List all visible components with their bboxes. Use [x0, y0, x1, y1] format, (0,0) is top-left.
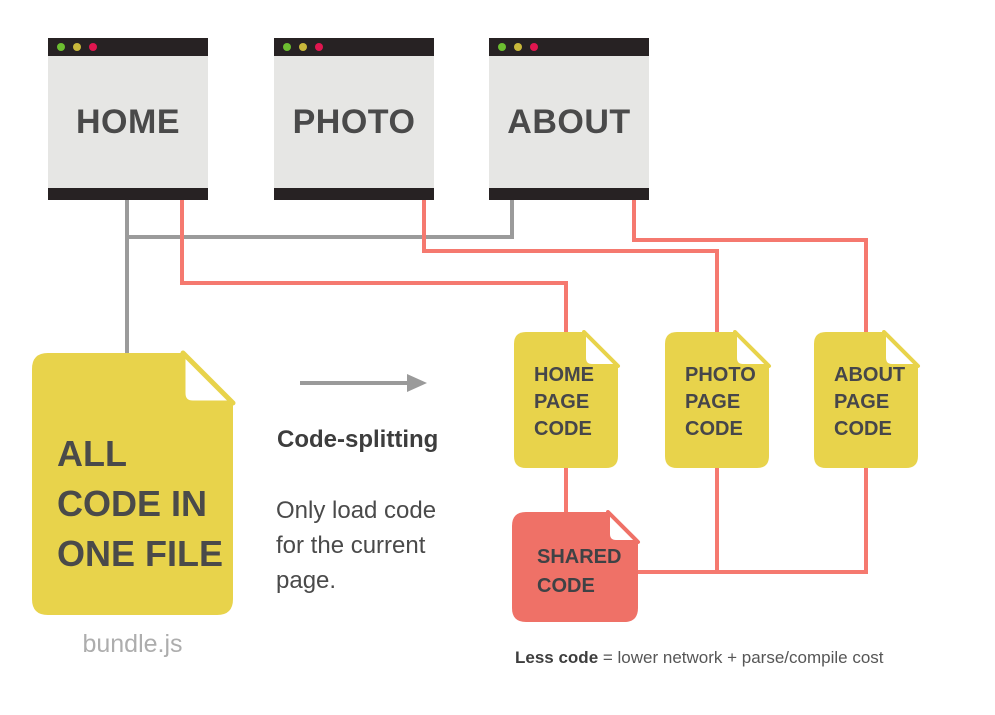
traffic-light-red-icon — [530, 43, 538, 51]
window-titlebar — [48, 38, 208, 56]
document-icon — [32, 350, 236, 615]
window-titlebar — [489, 38, 649, 56]
browser-window-about: ABOUT — [489, 38, 649, 200]
photo-page-code-label: PHOTO PAGE CODE — [685, 364, 756, 440]
traffic-light-green-icon — [498, 43, 506, 51]
traffic-light-yellow-icon — [73, 43, 81, 51]
footnote-bold-text: Less code — [515, 648, 599, 667]
window-title-photo: PHOTO — [292, 102, 416, 141]
browser-window-home: HOME — [48, 38, 208, 200]
bundle-filename-caption: bundle.js — [82, 630, 183, 658]
dog-ear-fold-icon — [882, 330, 920, 368]
arrow-right-icon — [300, 374, 427, 392]
shared-code-label: SHARED CODE — [537, 546, 622, 597]
traffic-light-red-icon — [315, 43, 323, 51]
document-icon — [814, 330, 920, 468]
window-title-about: ABOUT — [507, 102, 631, 141]
window-titlebar — [274, 38, 434, 56]
traffic-light-yellow-icon — [514, 43, 522, 51]
window-footer-bar — [489, 188, 649, 200]
file-icon-shared-code: SHARED CODE — [512, 510, 640, 622]
document-icon — [665, 330, 771, 468]
dog-ear-fold-icon — [606, 510, 640, 544]
document-icon — [514, 330, 620, 468]
traffic-light-green-icon — [57, 43, 65, 51]
traffic-light-green-icon — [283, 43, 291, 51]
less-code-footnote: Less code = lower network + parse/compil… — [515, 648, 884, 668]
browser-window-photo: PHOTO — [274, 38, 434, 200]
red-connector-about-shared — [632, 200, 868, 574]
gray-bundle-connector — [125, 200, 514, 353]
document-icon — [512, 510, 640, 622]
dog-ear-fold-icon — [582, 330, 620, 368]
code-splitting-title: Code-splitting — [277, 426, 439, 453]
file-icon-about-page-code: ABOUT PAGE CODE — [814, 330, 920, 468]
window-body: HOME — [48, 56, 208, 188]
window-footer-bar — [48, 188, 208, 200]
red-connector-home — [180, 200, 568, 512]
dog-ear-fold-icon — [733, 330, 771, 368]
traffic-light-red-icon — [89, 43, 97, 51]
traffic-light-yellow-icon — [299, 43, 307, 51]
file-icon-photo-page-code: PHOTO PAGE CODE — [665, 330, 771, 468]
home-page-code-label: HOME PAGE CODE — [534, 364, 594, 440]
about-page-code-label: ABOUT PAGE CODE — [834, 364, 906, 440]
window-title-home: HOME — [76, 102, 180, 141]
window-footer-bar — [274, 188, 434, 200]
code-splitting-description: Only load code for the current page. — [276, 497, 437, 594]
bundle-file-label: ALL CODE IN ONE FILE — [57, 433, 224, 574]
window-body: PHOTO — [274, 56, 434, 188]
file-icon-home-page-code: HOME PAGE CODE — [514, 330, 620, 468]
dog-ear-fold-icon — [180, 350, 236, 406]
window-body: ABOUT — [489, 56, 649, 188]
file-icon-bundle: ALL CODE IN ONE FILE — [32, 350, 236, 615]
footnote-regular-text: = lower network + parse/compile cost — [598, 648, 884, 667]
